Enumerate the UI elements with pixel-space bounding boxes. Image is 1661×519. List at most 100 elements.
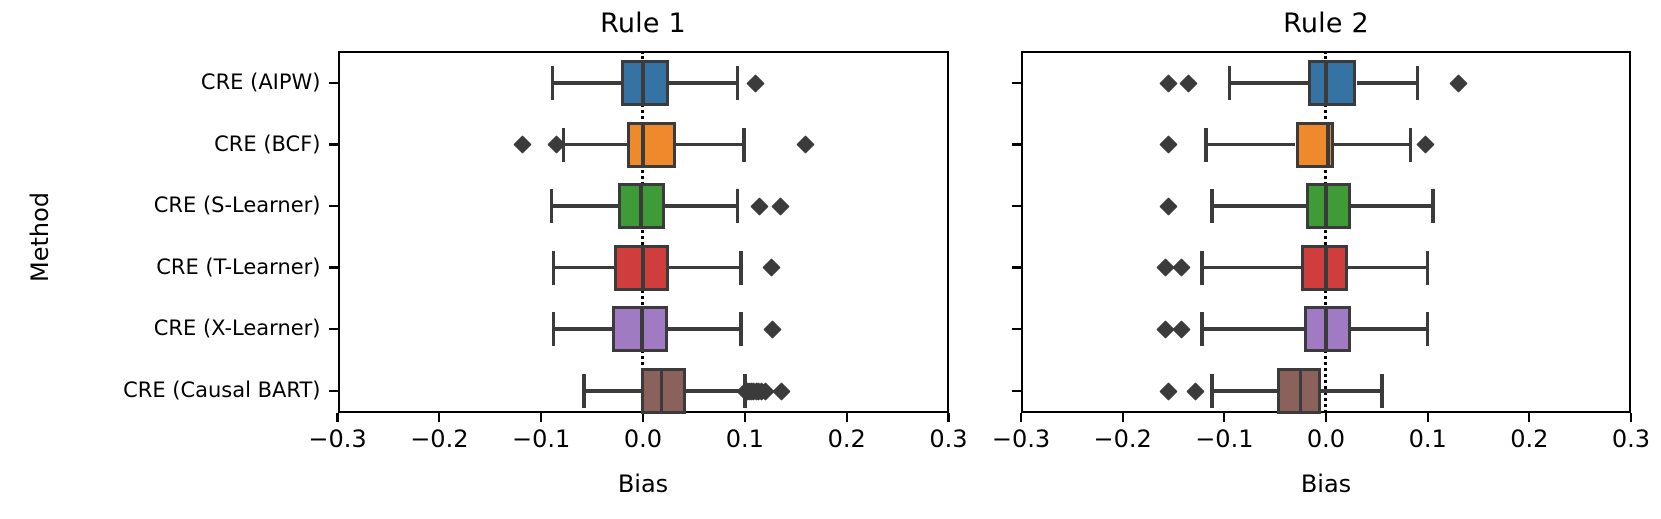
cap-low [1204,127,1208,162]
x-tick-mark [1629,412,1633,422]
x-tick-label: −0.1 [1195,424,1254,453]
cap-high [1380,374,1384,408]
cap-high [742,127,746,162]
cap-high [1425,250,1430,285]
cap-high [1425,312,1430,346]
x-tick-label: 0.1 [725,424,764,453]
box [640,368,686,414]
cap-low [551,312,556,346]
y-tick-label-2: CRE (S-Learner) [153,193,321,217]
x-tick-label: 0.0 [1306,424,1346,453]
cap-low [1227,66,1232,100]
y-tick-label-4: CRE (X-Learner) [153,316,321,340]
median-line [1298,368,1303,414]
median-line [641,244,645,291]
cap-low [549,189,554,223]
cap-low [1210,189,1214,223]
x-axis-label: Bias [1300,469,1352,498]
zero-reference-line [1324,50,1328,413]
cap-high [738,312,743,346]
cap-low [551,250,556,285]
median-line [640,306,644,352]
x-tick-mark [336,412,339,422]
x-tick-label: 0.3 [929,424,968,453]
cap-low [1200,312,1204,346]
whisker-high [685,389,745,393]
cap-low [550,66,555,100]
y-tick-mark [1012,266,1021,269]
box [620,60,670,106]
y-tick-mark [328,327,338,331]
whisker-low [551,204,618,208]
x-tick-label: 0.3 [1611,424,1651,453]
whisker-high [1348,265,1428,270]
box [626,121,676,168]
whisker-low [553,327,613,331]
median-line [1324,60,1328,106]
x-tick-mark [641,412,645,422]
x-tick-label: 0.2 [827,424,866,453]
box [1307,60,1357,106]
whisker-low [1212,389,1278,393]
cap-low [1210,374,1214,408]
panel-title: Rule 2 [1283,8,1369,39]
median-line [1324,306,1328,352]
x-tick-mark [438,412,441,422]
x-axis-label: Bias [617,469,669,498]
whisker-low [583,389,641,393]
median-line [639,183,643,229]
x-tick-mark [1121,412,1124,422]
whisker-high [1351,327,1428,331]
whisker-high [675,142,744,147]
y-tick-mark [1012,389,1021,393]
x-tick-mark [1528,412,1531,422]
whisker-low [552,81,621,85]
median-line [1324,244,1328,291]
y-tick-mark [1012,204,1021,208]
whisker-low [1229,81,1308,85]
y-tick-mark [328,266,338,269]
y-tick-mark [1012,143,1021,146]
whisker-low [1212,204,1306,208]
x-tick-mark [1324,412,1328,422]
median-line [1324,183,1328,229]
whisker-high [669,265,741,270]
cap-low [1200,250,1204,285]
y-tick-label-3: CRE (T-Learner) [156,254,321,279]
whisker-high [1356,81,1418,85]
cap-high [1415,66,1420,100]
x-tick-mark [947,412,950,422]
whisker-high [1320,389,1382,393]
median-line [641,60,645,106]
median-line [641,121,645,168]
x-tick-mark [845,412,848,422]
y-tick-mark [1012,327,1021,331]
y-tick-label-0: CRE (AIPW) [200,70,321,94]
median-line [659,368,664,414]
x-tick-label: 0.0 [623,424,663,453]
cap-high [738,250,743,285]
whisker-high [668,327,741,331]
whisker-high [669,81,738,85]
y-tick-label-5: CRE (Causal BART) [123,378,321,402]
x-tick-mark [540,412,543,422]
cap-high [735,66,740,100]
x-tick-mark [1426,412,1429,422]
x-tick-label: −0.2 [1093,424,1152,453]
whisker-low [1201,327,1304,331]
median-line [1326,121,1330,168]
panel-title: Rule 1 [600,8,686,39]
x-tick-label: −0.3 [991,424,1051,453]
y-tick-mark [1012,81,1021,85]
whisker-high [1351,204,1433,208]
box [1305,183,1352,229]
whisker-low [563,142,627,147]
x-tick-label: 0.1 [1408,424,1447,453]
y-tick-label-1: CRE (BCF) [214,131,321,156]
zero-reference-line [641,50,645,413]
x-tick-label: −0.3 [308,424,367,453]
whisker-low [1201,265,1301,270]
